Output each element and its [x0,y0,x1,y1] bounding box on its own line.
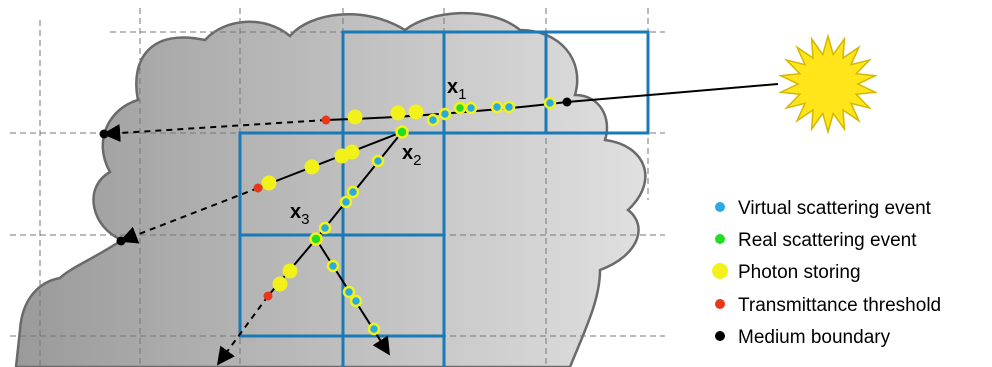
path-x2-to-x3 [315,131,403,240]
legend-swatch-virtual [715,202,725,212]
boundary-point [116,236,126,246]
virtual-point [326,259,340,273]
label-x3: x3 [290,201,309,228]
boundary-point [99,129,109,139]
virtual-point [371,154,385,168]
virtual-point [367,322,381,336]
virtual-point [438,107,452,121]
path-x2-exit [119,187,259,244]
photon-point [304,159,320,175]
threshold-points [253,115,331,301]
virtual-scattering-points [318,96,557,336]
legend-label-threshold: Transmittance threshold [738,295,941,316]
legend-swatch-real [715,234,725,244]
photon-point [347,109,363,125]
real-point [395,125,409,139]
grid-cell [341,30,650,135]
legend: Virtual scattering event Real scattering… [712,198,941,348]
threshold-point [253,183,263,193]
photon-point [261,175,277,191]
virtual-point [339,195,353,209]
virtual-point [342,285,356,299]
real-scattering-points [309,101,467,246]
virtual-point [349,294,363,308]
label-x1: x1 [447,76,466,103]
boundary-points [99,97,572,246]
virtual-point [426,113,440,127]
virtual-point [318,221,332,235]
legend-swatch-boundary [715,331,725,341]
legend-item-boundary: Medium boundary [715,327,891,348]
virtual-point [346,185,360,199]
boundary-point [562,97,572,107]
cloud-medium [14,11,647,367]
legend-item-photon: Photon storing [712,262,861,283]
photon-point [282,263,298,279]
legend-label-virtual: Virtual scattering event [738,198,932,219]
legend-label-real: Real scattering event [738,230,917,251]
legend-swatch-threshold [715,299,725,309]
real-point [309,232,323,246]
path-main-exit [102,119,327,142]
path-x2-to-thresh [257,131,403,189]
legend-item-virtual: Virtual scattering event [715,198,932,219]
legend-item-threshold: Transmittance threshold [715,295,941,316]
sun-icon [777,33,879,135]
legend-item-real: Real scattering event [715,230,917,251]
legend-swatch-photon [712,263,728,279]
real-point [453,101,467,115]
virtual-point [543,96,557,110]
threshold-point [263,291,273,301]
virtual-point [464,101,478,115]
photon-point [390,105,406,121]
photon-point [334,148,350,164]
virtual-point [502,100,516,114]
photon-storing-points [261,104,424,292]
threshold-point [321,115,331,125]
incoming-light-ray [566,83,779,103]
legend-label-photon: Photon storing [738,262,861,283]
label-x2: x2 [402,142,421,169]
virtual-point [490,100,504,114]
legend-label-boundary: Medium boundary [738,327,891,348]
photon-point [408,104,424,120]
path-x3-exit [216,295,269,366]
photon-point [272,276,288,292]
